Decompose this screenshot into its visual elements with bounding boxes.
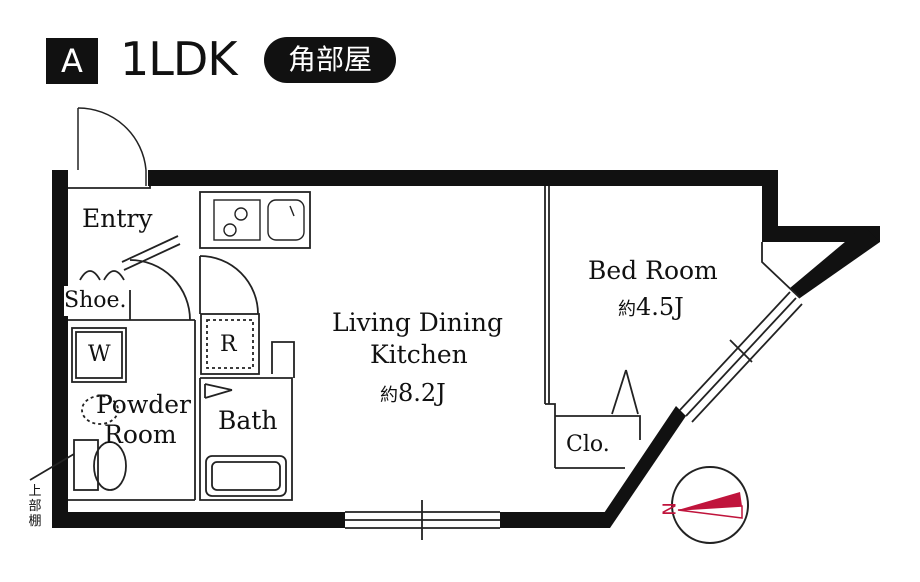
- compass-icon: [671, 466, 749, 544]
- fridge-label: R: [220, 332, 237, 357]
- compass-north-letter: N: [659, 502, 681, 516]
- shoe-cabinet-label: Shoe.: [64, 286, 127, 316]
- layout-type: 1LDK: [120, 32, 237, 86]
- unit-badge: A: [46, 38, 98, 84]
- entry-label: Entry: [82, 204, 153, 233]
- powder-room-label-line1: Powder: [96, 390, 192, 419]
- washer-label: W: [88, 342, 111, 367]
- entry-door: [77, 107, 147, 186]
- kitchen-fixtures: [213, 199, 305, 241]
- ldk-label-line1: Living Dining: [332, 308, 504, 337]
- bath-label: Bath: [218, 406, 278, 435]
- exterior-walls: [52, 170, 880, 528]
- ldk-label-line2: Kitchen: [370, 340, 468, 369]
- bedroom-area: 約4.5J: [618, 293, 684, 321]
- corner-room-tag: 角部屋: [264, 37, 396, 83]
- upper-shelf-label: 上 部 棚: [28, 484, 42, 529]
- bedroom-label: Bed Room: [588, 256, 718, 285]
- closet-label: Clo.: [566, 432, 610, 457]
- powder-room-label-line2: Room: [104, 420, 177, 449]
- interior-walls: [29, 186, 803, 540]
- ldk-area: 約8.2J: [380, 379, 446, 407]
